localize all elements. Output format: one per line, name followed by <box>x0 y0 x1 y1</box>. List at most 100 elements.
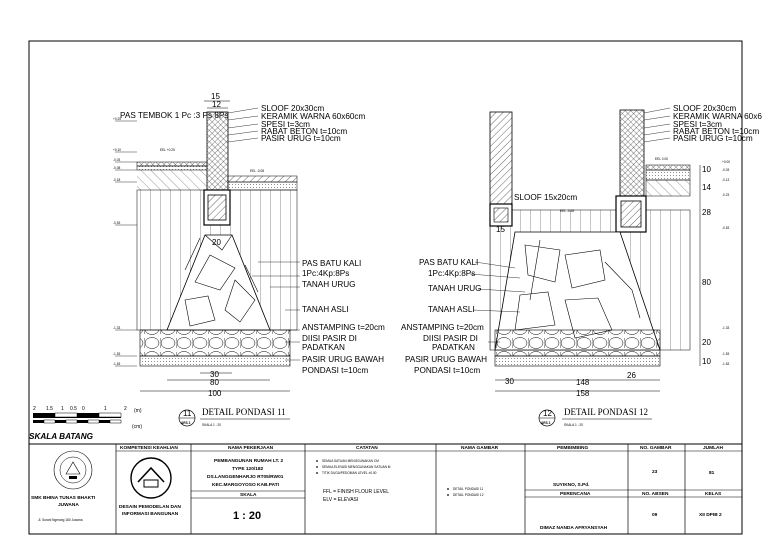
catatan-2: SEMUA ELEVASI MENGGUNAKAN SATUAN M <box>322 465 391 469</box>
level-label: -1.33 <box>113 326 120 330</box>
label-tanah-asli: TANAH ASLI <box>302 305 349 314</box>
label-keramik: KERAMIK WARNA 60x60cm <box>261 112 366 121</box>
level-label: -0.13 <box>722 178 729 182</box>
label-mix: 1Pc:4Kp:8Ps <box>428 269 475 278</box>
dimension-label: 80 <box>702 278 711 287</box>
pekerjaan-line-3: DS.LANGGENHARJO RT05/RW01 <box>207 474 284 480</box>
title-block: KOMPETENSI KEAHLIAN NAMA PEKERJAAN CATAT… <box>28 443 743 535</box>
dimension-label: 20 <box>702 338 711 347</box>
elevation-tag: EEL -0.08 <box>250 169 264 173</box>
elevation-tag: EEL 0.00 <box>655 157 668 161</box>
detail-number: 11 <box>183 409 192 418</box>
detail-pondasi-11: +0.25 +0.10 -0.03 -0.08 -0.18 -0.53 -1.3… <box>113 92 385 427</box>
level-label: -1.63 <box>113 362 120 366</box>
scale-tick: 2 <box>33 406 36 412</box>
no-absen-value: 09 <box>652 512 658 518</box>
elevation-tag: EEL +0.25 <box>160 148 175 152</box>
label-sloof: SLOOF 20x30cm <box>261 104 324 113</box>
level-label: -1.53 <box>722 352 729 356</box>
scale-bar-label: SKALA BATANG <box>29 432 94 441</box>
anstamping-12 <box>494 329 661 357</box>
label-sloof-small: SLOOF 15x20cm <box>514 193 577 202</box>
rabat-11 <box>136 161 208 167</box>
dimension-label: 148 <box>576 378 590 387</box>
dimension-label: 28 <box>702 208 711 217</box>
label-tanah-urug: TANAH URUG <box>302 280 356 289</box>
scale-tick: 1 <box>104 406 107 412</box>
label-pondasi-t10: PONDASI t=10cm <box>414 366 480 375</box>
detail-number: 12 <box>543 409 552 418</box>
gambar-2: DETAIL PONDASI 12 <box>453 493 484 497</box>
no-gambar-value: 23 <box>652 469 658 475</box>
catatan-1: SEMUA SATUAN MENGGUNAKAN CM <box>322 459 379 463</box>
pekerjaan-line-1: PEMBANGUNAN RUMAH LT. 2 <box>214 458 284 464</box>
header-perencana: PERENCANA <box>560 491 591 497</box>
gambar-1: DETAIL PONDASI 11 <box>453 487 483 491</box>
dimension-label: 20 <box>212 238 221 247</box>
header-kelas: KELAS <box>705 491 722 497</box>
dimension-label: 12 <box>212 100 221 109</box>
elevation-tag: EEL -0.28 <box>560 209 574 213</box>
scale-unit-cm: (cm) <box>132 424 142 430</box>
level-label: +0.00 <box>722 160 730 164</box>
school-address: Jl. Surani Ngerang 180 Juwana <box>38 518 83 522</box>
label-pasir-urug-bawah: PASIR URUG BAWAH <box>302 355 384 364</box>
dimension-label: 100 <box>208 389 222 398</box>
level-label: -0.53 <box>113 221 120 225</box>
skala-value: 1 : 20 <box>233 510 261 522</box>
header-no-absen: NO. ABSEN <box>642 491 669 497</box>
level-label: +0.10 <box>113 148 121 152</box>
label-pas-batu-kali: PAS BATU KALI <box>419 258 478 267</box>
label-tanah-asli: TANAH ASLI <box>428 305 475 314</box>
label-pas-tembok: PAS TEMBOK 1 Pc :3 Ps 8Ps <box>120 111 228 120</box>
label-mix: 1Pc:4Kp:8Ps <box>302 269 349 278</box>
catatan-5: ELV = ELEVASI <box>323 497 358 503</box>
detail-pondasi-12: 10 14 28 80 20 10 15 +0.00 -0.03 -0.13 -… <box>401 104 762 427</box>
header-kompetensi: KOMPETENSI KEAHLIAN <box>120 445 178 451</box>
sheet-ref: ARS 2 <box>181 421 191 425</box>
pas-tembok-12 <box>619 109 645 197</box>
level-label: -1.33 <box>722 326 729 330</box>
jumlah-value: 81 <box>709 470 715 476</box>
detail-scale: SKALA 1 : 20 <box>202 423 221 427</box>
dimension-label: 30 <box>505 377 514 386</box>
anstamping-11 <box>139 329 291 357</box>
pas-tembok-11 <box>206 111 229 191</box>
pembimbing-name: SUYIKNO, S.Pd. <box>553 482 590 488</box>
level-label: -1.63 <box>722 362 729 366</box>
level-label: -0.08 <box>113 166 120 170</box>
dimension-label: 10 <box>702 165 711 174</box>
label-anstamping: ANSTAMPING t=20cm <box>401 323 484 332</box>
label-pas-batu-kali: PAS BATU KALI <box>302 259 361 268</box>
school-name: SMK BHINA TUNAS BHAKTI <box>31 495 96 501</box>
pekerjaan-line-2: TYPE 120/182 <box>232 466 264 472</box>
label-pasir-urug: PASIR URUG t=10cm <box>261 134 341 143</box>
pekerjaan-line-4: KEC.MARGOYOSO KAB.PATI <box>212 482 280 488</box>
label-rabat: RABAT BETON t=10cm <box>673 127 759 136</box>
catatan-3: TITIK DUGA/PEDOMAN LEVEL ±0.00 <box>322 471 377 475</box>
dimension-label: 15 <box>496 225 505 234</box>
label-keramik: KERAMIK WARNA 60x6 <box>673 112 762 121</box>
header-no-gambar: NO. GAMBAR <box>640 445 672 451</box>
scale-tick: 0 <box>82 406 85 412</box>
label-spesi: SPESI t=3cm <box>673 120 722 129</box>
header-pembimbing: PEMBIMBING <box>557 445 588 451</box>
label-spesi: SPESI t=3cm <box>261 120 310 129</box>
dimension-label: 15 <box>211 92 220 101</box>
dimension-label: 14 <box>702 183 711 192</box>
catatan-4: FFL = FINISH FLOUR LEVEL <box>323 489 389 495</box>
scale-unit-m: (m) <box>134 408 142 414</box>
label-padatkan: PADATKAN <box>302 343 345 352</box>
label-anstamping: ANSTAMPING t=20cm <box>302 323 385 332</box>
label-pondasi-t10: PONDASI t=10cm <box>302 366 368 375</box>
scale-tick: 2 <box>124 406 127 412</box>
scale-tick: 1.5 <box>46 406 53 412</box>
level-label: -0.03 <box>113 158 120 162</box>
level-label: -1.53 <box>113 352 120 356</box>
scale-bar: 2 1.5 1 0.5 0 1 2 (m) (cm) SKALA BATANG <box>29 406 142 441</box>
kelas-value: XII DPIB 2 <box>699 512 722 518</box>
dimension-label: 10 <box>702 357 711 366</box>
level-label: +0.25 <box>113 117 121 121</box>
